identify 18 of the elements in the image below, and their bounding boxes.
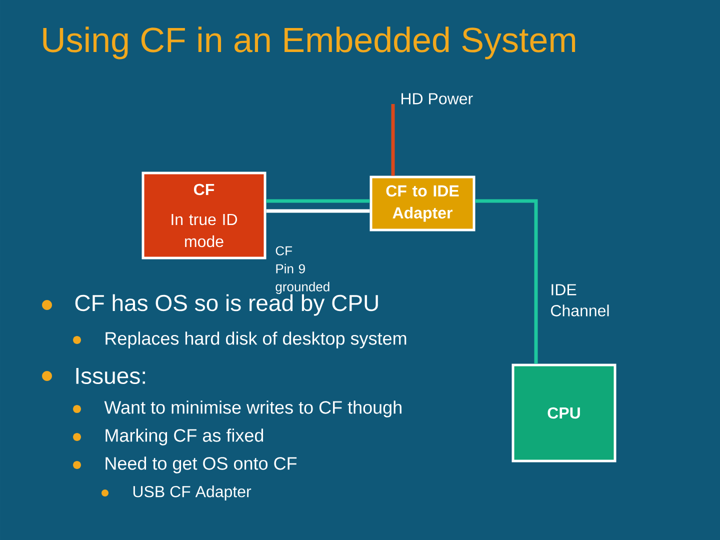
edge-label: CF Pin 9 grounded bbox=[276, 246, 330, 294]
bullet-text: Issues: bbox=[76, 368, 145, 384]
connector-line bbox=[266, 199, 370, 203]
bullet-text: USB CF Adapter bbox=[133, 486, 252, 500]
connector-line bbox=[391, 104, 395, 176]
bullet-text: CF has OS so is read by CPU bbox=[75, 294, 378, 316]
bullet-text: Need to get OS onto CF bbox=[106, 456, 297, 474]
edge-label: IDE Channel bbox=[551, 284, 609, 316]
power-label: HD Power bbox=[402, 93, 473, 104]
connector-line bbox=[266, 209, 370, 213]
bullet-text: Marking CF as fixed bbox=[106, 428, 264, 446]
cpu-box: CPU bbox=[512, 364, 616, 462]
connector-line bbox=[475, 199, 538, 364]
bullet-text: Replaces hard disk of desktop system bbox=[106, 332, 406, 348]
cf-card-box: CF In true ID mode bbox=[142, 172, 266, 260]
adapter-box: CF to IDE Adapter bbox=[370, 176, 476, 232]
slide-title: Using CF in an Embedded System bbox=[43, 26, 576, 60]
bullet-text: Want to minimise writes to CF though bbox=[104, 400, 402, 418]
